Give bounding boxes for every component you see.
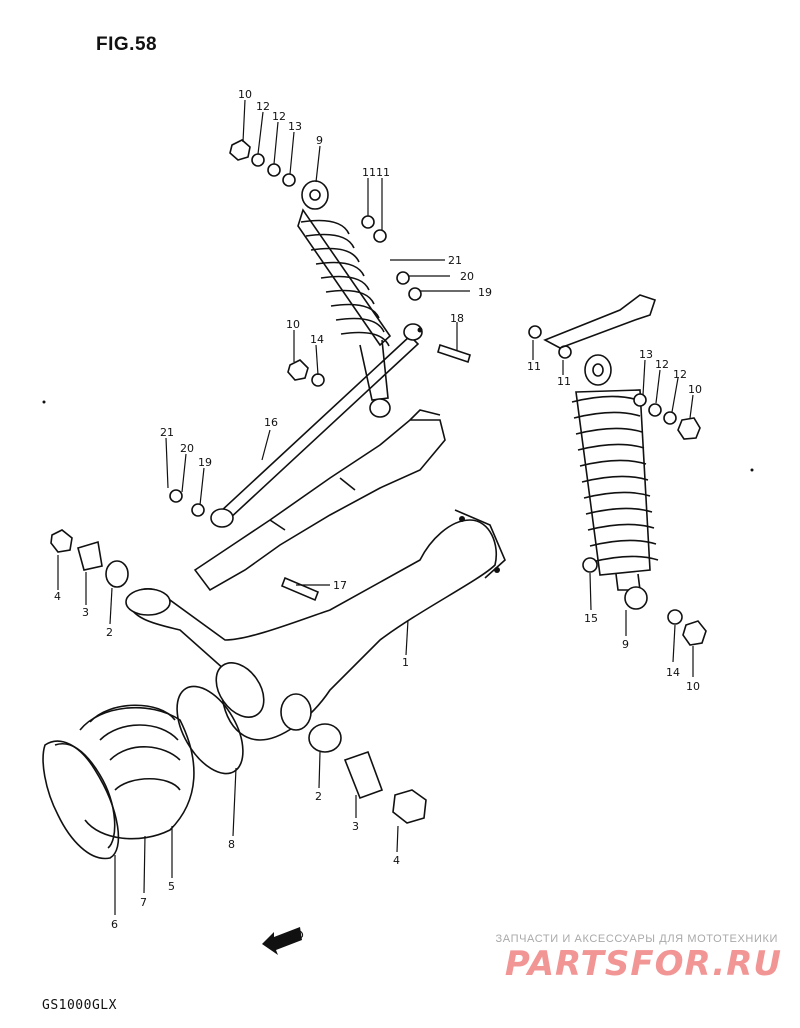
callout-4: 4 xyxy=(393,854,400,867)
callout-11: 11 xyxy=(362,166,376,179)
callout-12: 12 xyxy=(673,368,687,381)
callout-11: 11 xyxy=(557,375,571,388)
callouts: 10 12 12 13 9 11 11 21 20 19 18 10 14 16… xyxy=(54,88,702,931)
callout-13: 13 xyxy=(288,120,302,133)
callout-10: 10 xyxy=(686,680,700,693)
right-shock-absorber xyxy=(571,354,659,610)
callout-17: 17 xyxy=(333,579,347,592)
callout-5: 5 xyxy=(168,880,175,893)
callout-14: 14 xyxy=(310,333,324,346)
watermark-tagline: ЗАПЧАСТИ И АКСЕССУАРЫ ДЛЯ МОТОТЕХНИКИ xyxy=(495,933,778,945)
callout-10: 10 xyxy=(238,88,252,101)
brake-bracket xyxy=(193,409,446,592)
fwd-label: FWD xyxy=(277,928,306,949)
callout-3: 3 xyxy=(82,606,89,619)
callout-21: 21 xyxy=(160,426,174,439)
callout-10: 10 xyxy=(688,383,702,396)
callout-2: 2 xyxy=(315,790,322,803)
callout-1: 1 xyxy=(402,656,409,669)
callout-3: 3 xyxy=(352,820,359,833)
callout-12: 12 xyxy=(256,100,270,113)
boot-assembly xyxy=(42,685,244,860)
stray-dot xyxy=(42,400,46,404)
callout-20: 20 xyxy=(180,442,194,455)
hardware xyxy=(50,139,707,824)
stray-dot xyxy=(750,468,754,472)
callout-8: 8 xyxy=(228,838,235,851)
callout-19: 19 xyxy=(478,286,492,299)
callout-19: 19 xyxy=(198,456,212,469)
leader-lines xyxy=(57,99,694,915)
callout-20: 20 xyxy=(460,270,474,283)
callout-16: 16 xyxy=(264,416,278,429)
callout-4: 4 xyxy=(54,590,61,603)
callout-15: 15 xyxy=(584,612,598,625)
callout-9: 9 xyxy=(316,134,323,147)
watermark-logo: PARTSFOR.RU xyxy=(504,944,782,984)
forward-arrow: FWD xyxy=(262,927,306,955)
callout-21: 21 xyxy=(448,254,462,267)
callout-10: 10 xyxy=(286,318,300,331)
callout-13: 13 xyxy=(639,348,653,361)
callout-6: 6 xyxy=(111,918,118,931)
callout-2: 2 xyxy=(106,626,113,639)
callout-18: 18 xyxy=(450,312,464,325)
callout-12: 12 xyxy=(272,110,286,123)
callout-12: 12 xyxy=(655,358,669,371)
swing-arm xyxy=(125,509,506,741)
callout-9: 9 xyxy=(622,638,629,651)
left-shock-absorber xyxy=(297,180,392,418)
callout-14: 14 xyxy=(666,666,680,679)
torque-rod xyxy=(210,323,423,528)
callout-7: 7 xyxy=(140,896,147,909)
figure-title: FIG.58 xyxy=(96,34,158,55)
model-code: GS1000GLX xyxy=(42,998,117,1013)
callout-11: 11 xyxy=(527,360,541,373)
callout-11: 11 xyxy=(376,166,390,179)
